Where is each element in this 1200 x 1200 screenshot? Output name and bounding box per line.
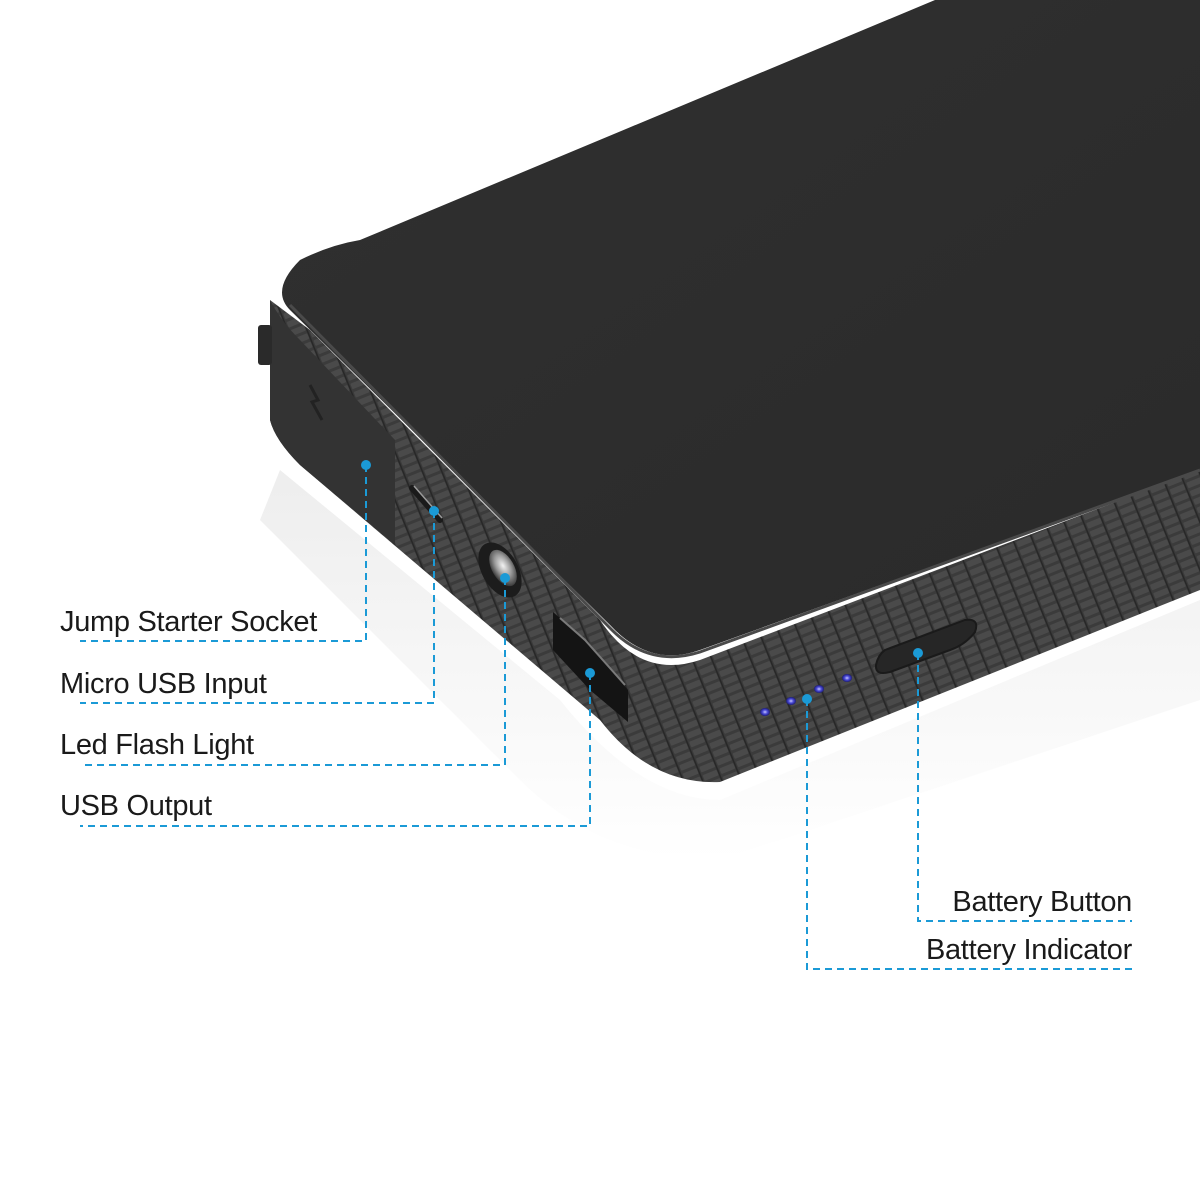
callout-dots [361, 460, 923, 704]
leader-led-flash-light [80, 578, 506, 766]
jump-starter-socket-cover [270, 300, 395, 545]
usb-port-contact [559, 617, 626, 686]
label-battery-indicator: Battery Indicator [925, 934, 1132, 966]
led-1 [760, 708, 770, 716]
leader-micro-usb-input [80, 511, 435, 704]
floor-shadow [260, 470, 1200, 860]
led-3 [814, 685, 824, 693]
cover-tab [258, 325, 272, 365]
label-micro-usb-input: Micro USB Input [60, 668, 267, 700]
dot-battery-button [913, 648, 923, 658]
leader-usb-output [80, 673, 591, 827]
lightning-icon [308, 384, 324, 421]
dot-usb-output [585, 668, 595, 678]
device-side-grip [270, 300, 1200, 783]
leader-jump-starter-socket [80, 465, 367, 642]
led-4 [842, 674, 852, 682]
device-top-surface [282, 0, 1200, 656]
dot-micro-usb-input [429, 506, 439, 516]
led-2 [786, 697, 796, 705]
dot-battery-indicator [802, 694, 812, 704]
leader-battery-indicator [806, 699, 1132, 970]
dot-jump-starter-socket [361, 460, 371, 470]
usb-output-port [553, 612, 628, 722]
label-jump-starter-socket: Jump Starter Socket [60, 606, 318, 638]
label-battery-button: Battery Button [952, 886, 1132, 918]
label-led-flash-light: Led Flash Light [60, 729, 254, 761]
battery-button [874, 618, 978, 675]
leader-battery-button [917, 653, 1132, 922]
dot-led-flash-light [500, 573, 510, 583]
battery-indicator-leds [760, 674, 852, 716]
callout-lines [80, 465, 1132, 970]
label-usb-output: USB Output [60, 790, 212, 822]
device-bevel [288, 303, 1200, 659]
